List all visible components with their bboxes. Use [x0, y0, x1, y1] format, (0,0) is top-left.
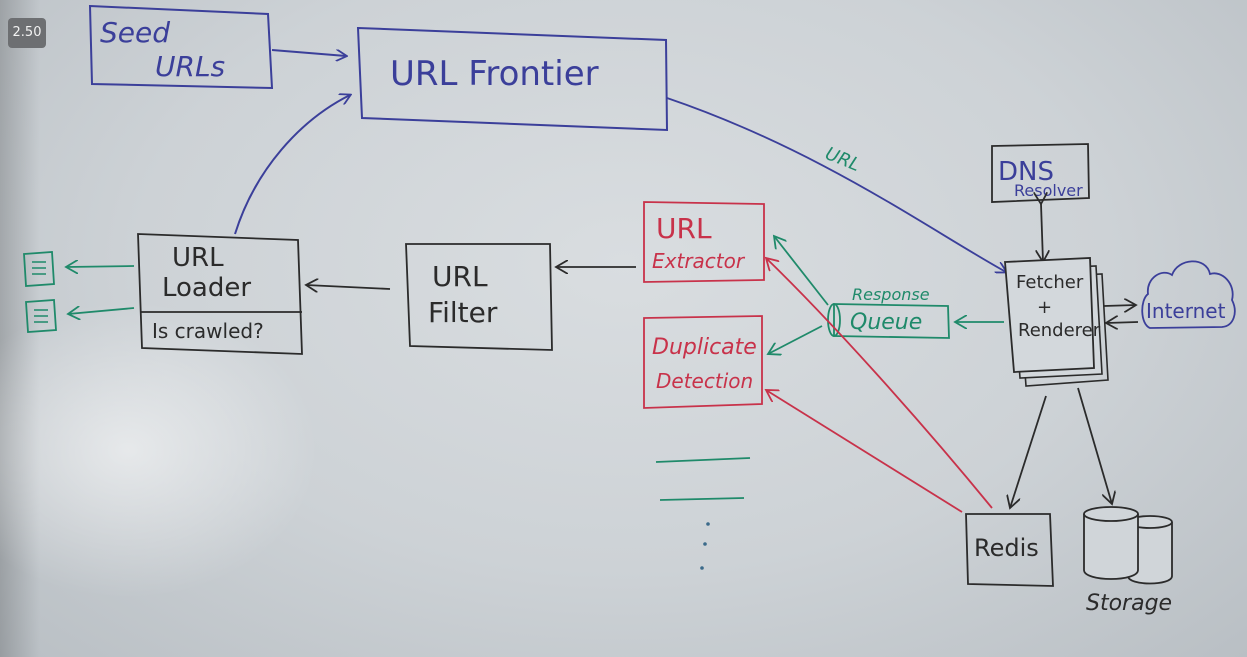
duplicate-detection-label-line2: Detection	[656, 369, 753, 393]
internet-node: Internet	[1141, 260, 1236, 329]
redis-label: Redis	[974, 534, 1039, 562]
playback-speed-badge[interactable]: 2.50	[8, 18, 46, 48]
url-loader-node: URL Loader Is crawled?	[137, 233, 303, 355]
storage-label: Storage	[1086, 591, 1172, 616]
storage-node: Storage	[1083, 506, 1173, 616]
seed-urls-label-line2: URLs	[155, 50, 225, 83]
response-queue-node: Response Queue	[827, 285, 950, 339]
duplicate-detection-label-line1: Duplicate	[652, 335, 757, 360]
edge-redis-to-extractor	[766, 258, 993, 509]
response-queue-box-label: Queue	[850, 310, 922, 335]
edge-loader-to-doc-1	[66, 266, 135, 267]
edge-fetcher-to-redis	[1010, 395, 1047, 508]
response-queue-label: Response	[852, 285, 930, 304]
edge-filter-to-loader	[306, 285, 391, 289]
url-filter-label-line1: URL	[432, 260, 488, 293]
edge-frontier-to-fetcher	[666, 97, 1006, 272]
edge-queue-to-extractor	[774, 236, 829, 306]
url-extractor-label-line1: URL	[656, 212, 712, 245]
fetcher-label-line1: Fetcher	[1016, 272, 1084, 293]
edge-fetcher-to-internet	[1103, 305, 1136, 306]
duplicate-detection-node: Duplicate Detection	[643, 315, 763, 409]
internet-label: Internet	[1146, 299, 1226, 323]
url-extractor-label-line2: Extractor	[652, 249, 746, 273]
url-filter-label-line2: Filter	[428, 296, 498, 329]
document-icon	[23, 251, 55, 287]
url-frontier-label: URL Frontier	[390, 54, 599, 94]
url-frontier-node: URL Frontier	[356, 26, 669, 132]
fetcher-label-line3: Renderer	[1018, 320, 1101, 341]
url-loader-label-line2: Loader	[162, 273, 251, 303]
fetcher-renderer-node: Fetcher + Renderer	[1004, 257, 1109, 387]
dns-resolver-label-line1: DNS	[998, 157, 1054, 187]
seed-urls-node: Seed URLs	[88, 4, 274, 90]
redis-node: Redis	[965, 513, 1054, 587]
url-extractor-node: URL Extractor	[643, 201, 765, 283]
edge-queue-to-duplicate	[768, 325, 823, 354]
dns-resolver-label-line2: Resolver	[1014, 181, 1083, 200]
edge-internet-to-fetcher	[1106, 322, 1139, 323]
fetcher-label-line2: +	[1037, 297, 1052, 318]
edge-dns-fetcher	[1041, 204, 1043, 262]
edge-redis-to-duplicate	[766, 390, 963, 513]
document-icon	[25, 299, 57, 333]
url-filter-node: URL Filter	[405, 243, 553, 351]
edge-loader-to-frontier	[234, 95, 350, 235]
dns-resolver-node: DNS Resolver	[991, 143, 1090, 203]
placeholder-line-2	[659, 497, 745, 501]
edge-loader-to-doc-2	[68, 308, 135, 314]
edge-seed-to-frontier	[271, 49, 346, 56]
edge-label-url: URL	[822, 143, 863, 176]
url-loader-label-line1: URL	[172, 243, 224, 273]
url-loader-sub-label: Is crawled?	[152, 319, 264, 343]
placeholder-dots	[700, 522, 710, 570]
edge-fetcher-to-storage	[1077, 387, 1112, 504]
placeholder-line-1	[655, 457, 751, 463]
seed-urls-label-line1: Seed	[100, 16, 170, 49]
